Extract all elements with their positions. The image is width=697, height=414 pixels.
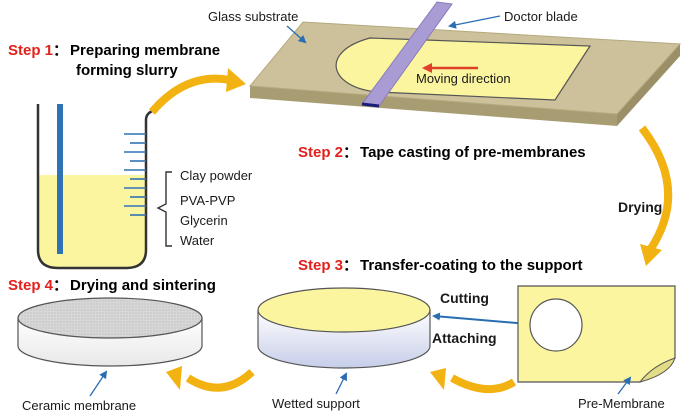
- doctor-blade: [361, 1, 453, 108]
- ceramic-membrane-disk: [17, 297, 203, 367]
- ingredient-pva-pvp: PVA-PVP: [180, 193, 235, 208]
- wetted-support-label: Wetted support: [272, 396, 360, 411]
- glass-substrate-label: Glass substrate: [208, 9, 298, 24]
- step-4-title: Step 4：Drying and sintering: [8, 277, 216, 294]
- cutting-label: Cutting: [440, 290, 489, 306]
- wetted-support-pointer: [335, 372, 347, 395]
- ingredient-glycerin: Glycerin: [180, 213, 228, 228]
- glass-substrate-pointer: [286, 25, 307, 44]
- flow-arrow-to-wetted-support: [430, 368, 517, 394]
- flow-arrow-drying: [638, 125, 673, 266]
- ingredients-brace: [156, 171, 172, 247]
- ingredient-clay-powder: Clay powder: [180, 168, 253, 183]
- drying-label: Drying: [618, 199, 662, 215]
- wetted-support-disk: [257, 287, 431, 369]
- step-1-title-line2: forming slurry: [76, 62, 178, 79]
- flow-arrow-to-ceramic: [166, 366, 255, 392]
- pre-membrane-pointer: [617, 376, 632, 395]
- step-3-title: Step 3：Transfer-coating to the support: [298, 257, 583, 274]
- doctor-blade-label: Doctor blade: [504, 9, 578, 24]
- doctor-blade-pointer: [448, 15, 501, 29]
- attaching-arrow: [432, 312, 529, 325]
- ceramic-membrane-pointer: [89, 370, 108, 397]
- stirring-rod: [57, 104, 63, 254]
- ingredient-water: Water: [180, 233, 215, 248]
- cut-hole: [529, 298, 583, 352]
- ceramic-membrane-label: Ceramic membrane: [22, 398, 136, 413]
- attaching-label: Attaching: [432, 330, 497, 346]
- step-1-title: Step 1：Preparing membrane: [8, 42, 220, 59]
- pre-membrane-sheet: [517, 285, 676, 383]
- pre-membrane-label: Pre-Membrane: [578, 396, 665, 411]
- moving-direction-label: Moving direction: [416, 71, 511, 86]
- beaker: [36, 104, 157, 270]
- flow-arrow-step1-to-step2: [148, 68, 246, 115]
- step-2-title: Step 2：Tape casting of pre-membranes: [298, 144, 586, 161]
